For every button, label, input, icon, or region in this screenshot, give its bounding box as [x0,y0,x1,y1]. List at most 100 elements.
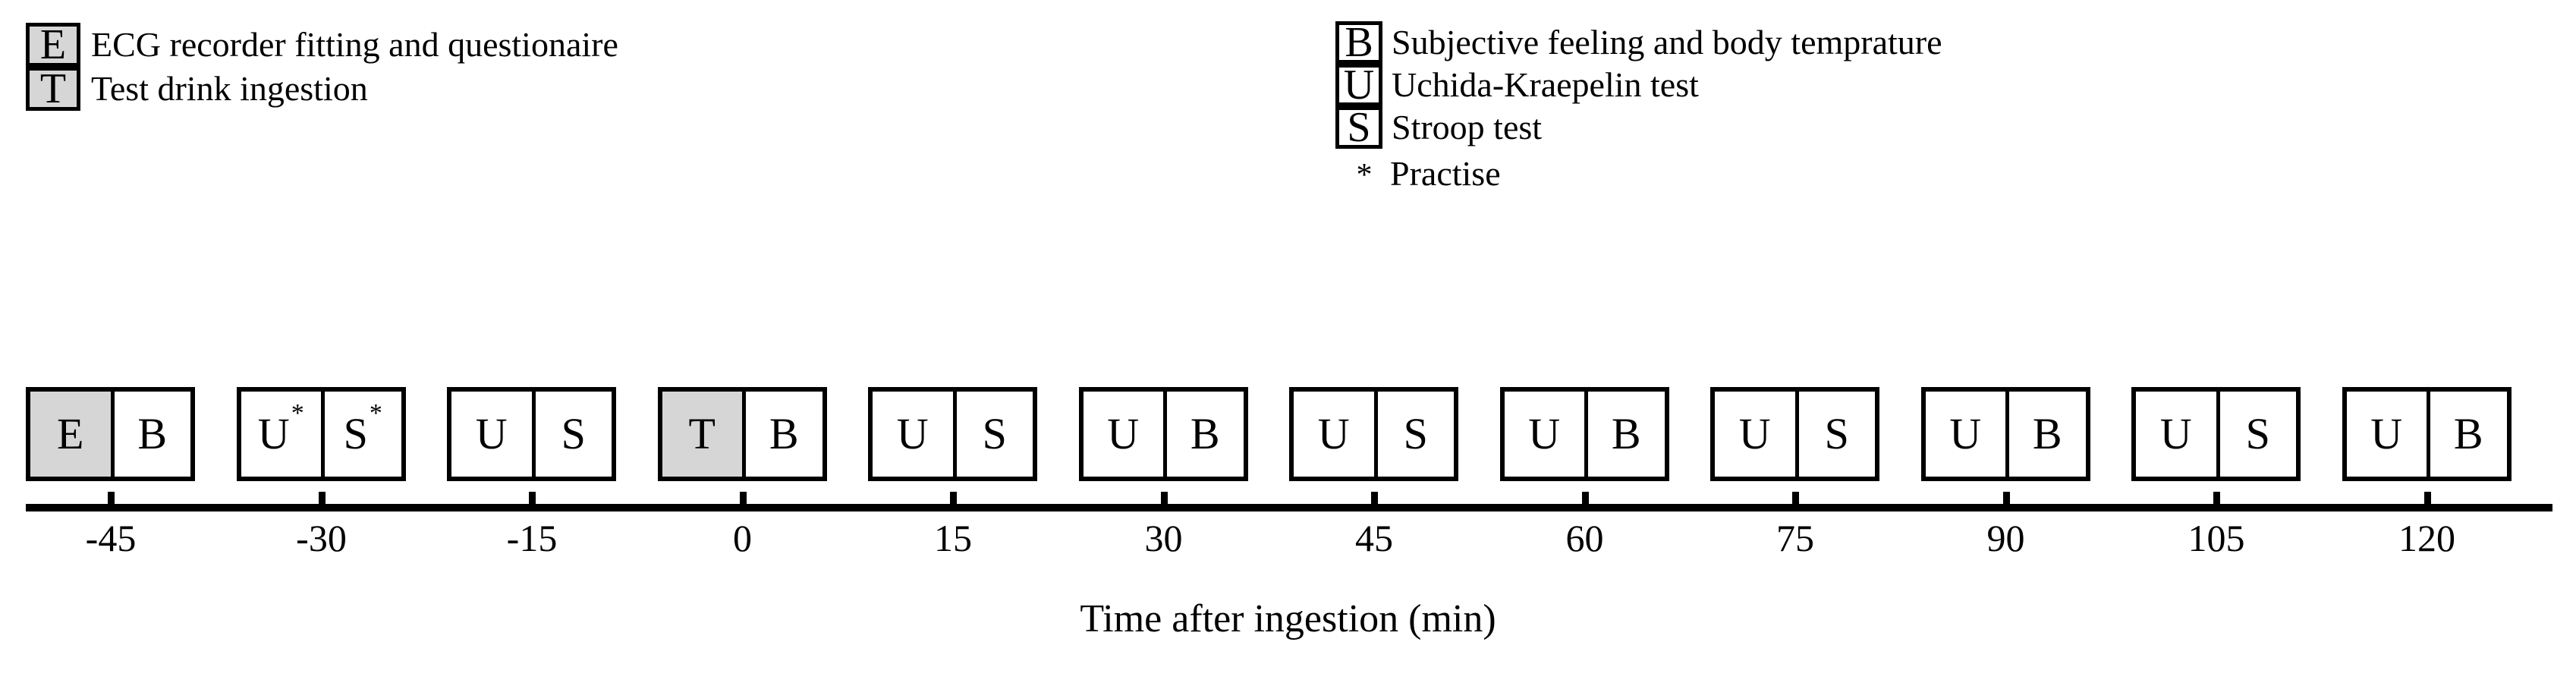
timeline-event-cell-s: S [952,392,1033,477]
timeline-event-cell-u: U [1294,392,1374,477]
axis-tick-label: -30 [296,517,347,559]
timeline-event-cell-u: U [2346,392,2427,477]
timeline-event-cell-b: B [1163,392,1244,477]
axis-tick-label: 45 [1355,517,1393,559]
timeline-cell-letter: B [1190,409,1220,458]
axis-tick [2423,492,2431,505]
timeline-event-cell-b: B [2005,392,2086,477]
legend-item-test-drink: T Test drink ingestion [26,67,633,111]
timeline-cell-letter: U [1107,409,1140,458]
timeline-cell-letter: T [688,409,716,458]
axis-tick [529,492,536,505]
timeline-event-cell-u: U [1083,392,1163,477]
timeline-event-cell-s: S [531,392,612,477]
axis-tick [1371,492,1378,505]
legend-key-letter: S [1347,104,1371,151]
timeline-cell-letter: U [1528,409,1561,458]
timeline-cell-letter: S [2245,409,2270,458]
axis-tick [2002,492,2010,505]
timeline-cell-letter: U [1738,409,1771,458]
timeline-event-cell-u: U* [241,392,321,477]
timeline-cell-letter: E [57,409,84,458]
timeline-event-cell-t: T [662,392,742,477]
timeline-event-cell-b: B [1584,392,1665,477]
axis-tick [950,492,957,505]
axis-tick [1160,492,1168,505]
axis-tick-label: 120 [2398,517,2455,559]
axis-tick [108,492,115,505]
legend-item-uchida-kraepelin: U Uchida-Kraepelin test [1335,64,2398,106]
legend-key-box-t: T [26,67,80,111]
timeline-event-cell-b: B [742,392,822,477]
timeline-cell-letter: U [1949,409,1982,458]
axis-tick-label: 90 [1986,517,2025,559]
timeline-cell-letter: U [1317,409,1350,458]
legend-key-letter: B [1345,19,1373,66]
legend-label-ecg: ECG recorder fitting and questionaire [91,25,618,64]
timeline-cell-letter: S [1403,409,1428,458]
timeline-event-cell-b: B [2427,392,2507,477]
legend-left-column: E ECG recorder fitting and questionaire … [26,23,633,111]
timeline-cell-letter: B [2453,409,2483,458]
timeline-cell-letter: B [137,409,168,458]
axis-tick [2213,492,2220,505]
timeline-event-cell-u: U [2136,392,2216,477]
legend-key-box-s: S [1335,106,1382,149]
axis-tick [739,492,747,505]
legend-item-ecg: E ECG recorder fitting and questionaire [26,23,633,67]
timeline-event-cell-s: S [2216,392,2296,477]
legend-footnote-practise: * Practise [1335,154,2398,193]
axis-tick-label: -15 [506,517,558,559]
timeline-event-cell-u: U [451,392,532,477]
legend-label-stroop: Stroop test [1392,108,1543,146]
timeline-event-group: U*S* [236,387,406,481]
axis-tick-label: -45 [85,517,137,559]
axis-tick-label: 75 [1776,517,1814,559]
legend-item-stroop: S Stroop test [1335,106,2398,149]
timeline-event-cell-s: S [1794,392,1875,477]
legend-label-subjective-feeling: Subjective feeling and body temprature [1392,23,1942,61]
timeline-cell-letter: U [475,409,508,458]
timeline-cell-letter: S [982,409,1007,458]
legend-key-box-e: E [26,23,80,67]
legend-key-box-u: U [1335,64,1382,106]
timeline-event-cell-u: U [873,392,953,477]
timeline-axis-line [26,504,2552,511]
practise-asterisk-icon: * [369,399,382,427]
timeline-cell-letter: B [2032,409,2062,458]
legend-key-letter: E [39,21,67,68]
timeline-cell-letter: S [343,409,368,458]
legend-item-subjective-feeling: B Subjective feeling and body temprature [1335,21,2398,64]
legend-label-practise: Practise [1390,154,1501,193]
timeline-event-cell-e: E [30,392,111,477]
timeline-cell-letter: U [257,409,290,458]
axis-tick-label: 0 [733,517,752,559]
timeline-event-cell-b: B [110,392,190,477]
legend-key-box-b: B [1335,21,1382,64]
timeline-cell-letter: U [2159,409,2192,458]
axis-tick-label: 15 [934,517,972,559]
asterisk-icon: * [1356,158,1373,193]
legend-key-letter: U [1343,61,1375,109]
timeline-cell-letter: B [769,409,799,458]
timeline-cell-letter: U [2370,409,2403,458]
axis-tick-label: 60 [1565,517,1604,559]
timeline-cell-letter: S [561,409,586,458]
axis-tick [1581,492,1589,505]
axis-tick [1792,492,1799,505]
legend-right-column: B Subjective feeling and body temprature… [1335,21,2398,191]
timeline-cell-letter: U [896,409,929,458]
axis-tick-label: 105 [2188,517,2245,559]
timeline-cell-letter: B [1611,409,1641,458]
practise-asterisk-icon: * [291,399,304,427]
axis-tick-label: 30 [1144,517,1183,559]
